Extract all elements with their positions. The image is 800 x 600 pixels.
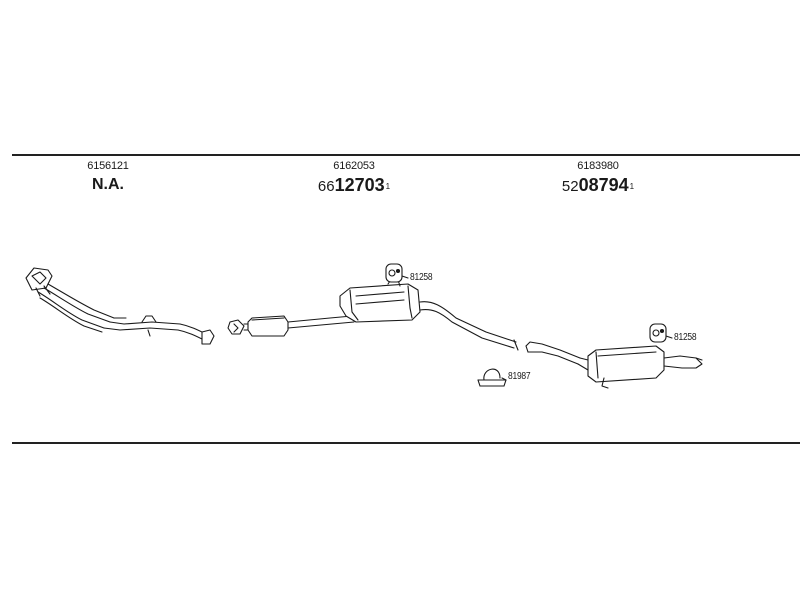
part-number-suffix: 1 xyxy=(629,182,635,191)
part-number-prefix: 52 xyxy=(561,178,579,195)
part-number-prefix: 66 xyxy=(317,178,335,195)
callout-mount-center: 81258 xyxy=(410,272,433,283)
part-reference-number: 6162053 xyxy=(333,160,375,172)
not-available-label: N.A. xyxy=(92,176,124,193)
part-number-suffix: 1 xyxy=(385,182,391,191)
part-number-main: 12703 xyxy=(334,175,385,195)
front-pipe-drawing xyxy=(25,267,215,345)
callout-clamp: 81987 xyxy=(508,371,531,382)
rubber-mount-icon xyxy=(385,263,403,283)
leader-line xyxy=(665,335,673,339)
part-reference-number: 6156121 xyxy=(87,160,129,172)
rubber-mount-icon xyxy=(649,323,667,343)
part-number-main: 08794 xyxy=(578,175,629,195)
center-silencer-drawing xyxy=(227,277,519,351)
pipe-clamp-icon xyxy=(477,368,507,387)
leader-line xyxy=(401,275,409,279)
part-number: 66127031 xyxy=(264,175,444,197)
part-center-silencer: 6162053 66127031 xyxy=(264,160,444,197)
part-number: N.A. xyxy=(18,175,198,195)
part-front-pipe: 6156121 N.A. xyxy=(18,160,198,195)
leader-line xyxy=(501,377,507,381)
part-reference-number: 6183980 xyxy=(577,160,619,172)
part-rear-silencer: 6183980 52087941 xyxy=(508,160,688,197)
bottom-divider xyxy=(12,442,800,444)
rear-silencer-drawing xyxy=(525,341,703,389)
callout-mount-right: 81258 xyxy=(674,332,697,343)
part-number: 52087941 xyxy=(508,175,688,197)
top-divider xyxy=(12,154,800,156)
